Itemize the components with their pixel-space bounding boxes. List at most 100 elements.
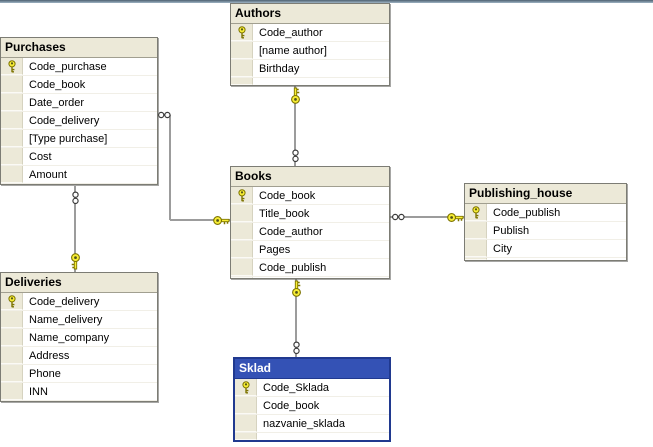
- infinity-icon: [157, 111, 171, 119]
- empty-row-sklad[interactable]: [235, 433, 389, 440]
- row-selector-cell: [1, 76, 23, 93]
- column-name: [name author]: [259, 44, 327, 57]
- column-row-sklad[interactable]: Code_Sklada: [235, 379, 389, 397]
- row-selector-cell: [231, 277, 253, 278]
- column-name: Code_delivery: [29, 295, 100, 308]
- key-symbol: [291, 280, 302, 297]
- column-row-deliveries[interactable]: INN: [1, 383, 157, 401]
- column-row-purchases[interactable]: Cost: [1, 148, 157, 166]
- key-icon: [241, 380, 250, 393]
- primary-key-cell: [1, 293, 23, 310]
- column-name: Code_book: [263, 399, 320, 412]
- entity-title-purchases[interactable]: Purchases: [1, 38, 157, 58]
- row-selector-cell: [1, 365, 23, 382]
- column-name: [Type purchase]: [29, 132, 108, 145]
- key-icon: [291, 280, 301, 297]
- column-name: Name_company: [29, 331, 110, 344]
- column-row-sklad[interactable]: Code_book: [235, 397, 389, 415]
- column-name: Code_author: [259, 225, 323, 238]
- relationship-line[interactable]: [390, 216, 464, 218]
- row-selector-cell: [1, 130, 23, 147]
- column-name: Phone: [29, 367, 61, 380]
- relationship-line[interactable]: [169, 115, 171, 220]
- column-row-authors[interactable]: Code_author: [231, 24, 389, 42]
- window-top-border: [0, 0, 653, 3]
- column-row-deliveries[interactable]: Address: [1, 347, 157, 365]
- column-row-purchases[interactable]: Code_book: [1, 76, 157, 94]
- column-name: Code_publish: [493, 206, 561, 219]
- entity-title-sklad[interactable]: Sklad: [235, 359, 389, 379]
- key-icon: [7, 59, 16, 72]
- row-selector-cell: [235, 433, 257, 440]
- column-name: nazvanie_sklada: [263, 417, 345, 430]
- row-selector-cell: [1, 112, 23, 129]
- column-row-authors[interactable]: [name author]: [231, 42, 389, 60]
- column-name: City: [493, 242, 512, 255]
- column-row-deliveries[interactable]: Name_company: [1, 329, 157, 347]
- key-icon: [7, 294, 16, 307]
- column-name: Amount: [29, 168, 67, 181]
- relationship-line[interactable]: [294, 86, 296, 166]
- primary-key-cell: [231, 187, 253, 204]
- row-selector-cell: [1, 311, 23, 328]
- column-row-books[interactable]: Title_book: [231, 205, 389, 223]
- row-selector-cell: [465, 258, 487, 260]
- column-row-authors[interactable]: Birthday: [231, 60, 389, 78]
- empty-row-books[interactable]: [231, 277, 389, 278]
- column-row-purchases[interactable]: [Type purchase]: [1, 130, 157, 148]
- row-selector-cell: [231, 42, 253, 59]
- row-selector-cell: [1, 347, 23, 364]
- relationship-line[interactable]: [170, 219, 230, 221]
- column-row-books[interactable]: Pages: [231, 241, 389, 259]
- relationship-line[interactable]: [295, 279, 297, 357]
- key-icon: [290, 87, 300, 104]
- row-selector-cell: [1, 94, 23, 111]
- relationship-line[interactable]: [74, 186, 76, 272]
- column-row-purchases[interactable]: Date_order: [1, 94, 157, 112]
- infinity-icon: [391, 213, 405, 221]
- primary-key-cell: [231, 24, 253, 41]
- key-symbol: [70, 252, 81, 270]
- column-row-purchases[interactable]: Code_delivery: [1, 112, 157, 130]
- row-selector-cell: [231, 223, 253, 240]
- many-symbol: [391, 213, 406, 221]
- row-selector-cell: [1, 166, 23, 183]
- infinity-icon: [292, 341, 300, 355]
- entity-title-authors[interactable]: Authors: [231, 4, 389, 24]
- column-row-deliveries[interactable]: Name_delivery: [1, 311, 157, 329]
- row-selector-cell: [1, 383, 23, 400]
- many-symbol: [71, 191, 79, 206]
- column-row-publishing_house[interactable]: Code_publish: [465, 204, 626, 222]
- column-row-purchases[interactable]: Amount: [1, 166, 157, 184]
- column-row-sklad[interactable]: nazvanie_sklada: [235, 415, 389, 433]
- column-row-deliveries[interactable]: Code_delivery: [1, 293, 157, 311]
- column-row-books[interactable]: Code_author: [231, 223, 389, 241]
- column-name: Code_Sklada: [263, 381, 330, 394]
- column-row-purchases[interactable]: Code_purchase: [1, 58, 157, 76]
- column-row-books[interactable]: Code_publish: [231, 259, 389, 277]
- column-row-books[interactable]: Code_book: [231, 187, 389, 205]
- empty-row-publishing_house[interactable]: [465, 258, 626, 260]
- row-selector-cell: [1, 329, 23, 346]
- entity-title-books[interactable]: Books: [231, 167, 389, 187]
- column-row-publishing_house[interactable]: City: [465, 240, 626, 258]
- column-name: Publish: [493, 224, 530, 237]
- primary-key-cell: [1, 58, 23, 75]
- empty-row-authors[interactable]: [231, 78, 389, 85]
- entity-title-publishing_house[interactable]: Publishing_house: [465, 184, 626, 204]
- key-icon: [237, 188, 246, 201]
- row-selector-cell: [465, 222, 487, 239]
- infinity-icon: [71, 191, 79, 205]
- column-name: Title_book: [259, 207, 310, 220]
- entity-title-deliveries[interactable]: Deliveries: [1, 273, 157, 293]
- column-row-publishing_house[interactable]: Publish: [465, 222, 626, 240]
- column-row-deliveries[interactable]: Phone: [1, 365, 157, 383]
